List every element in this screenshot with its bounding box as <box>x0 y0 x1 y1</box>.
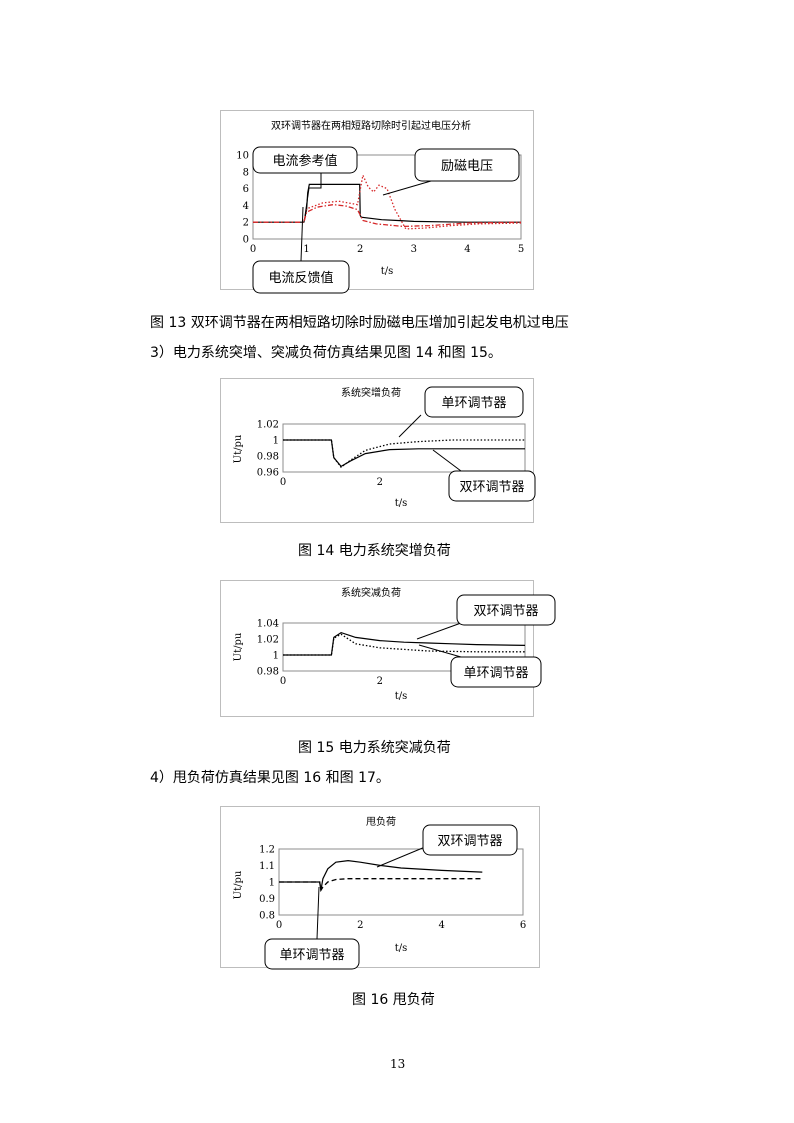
y-tick-label: 1.02 <box>257 420 279 431</box>
y-tick-label: 10 <box>236 151 249 162</box>
y-tick-label: 0.96 <box>257 468 279 479</box>
x-tick-label: 4 <box>438 920 444 931</box>
callout-single-loop: 单环调节器 <box>264 886 360 970</box>
series-line-dotted <box>283 439 525 469</box>
y-tick-label: 1 <box>273 651 279 662</box>
callout-current-reference: 电流参考值 <box>252 146 358 217</box>
y-tick-label: 4 <box>243 201 249 212</box>
callout-single-loop: 单环调节器 <box>398 386 524 438</box>
x-tick-label: 2 <box>377 676 383 687</box>
x-tick-label: 2 <box>357 244 363 255</box>
y-tick-label: 6 <box>243 184 249 195</box>
y-tick-label: 0.8 <box>259 911 275 922</box>
callout-label: 单环调节器 <box>279 948 344 963</box>
x-tick-label: 1 <box>303 244 309 255</box>
series-line-solid <box>279 859 483 891</box>
callout-single-loop: 单环调节器 <box>418 644 542 688</box>
x-tick-label: 5 <box>518 244 524 255</box>
callout-label: 电流参考值 <box>272 153 337 169</box>
figure-14-caption: 图 14 电力系统突增负荷 <box>298 543 451 559</box>
y-tick-label: 1.2 <box>259 845 275 856</box>
y-axis-label: Ut/pu <box>233 434 244 463</box>
x-tick-label: 3 <box>411 244 417 255</box>
figure-15-caption: 图 15 电力系统突减负荷 <box>298 740 451 756</box>
plot-area <box>252 154 522 240</box>
y-axis-label: Ut/pu <box>233 632 244 661</box>
chart-title: 系统突增负荷 <box>341 386 401 399</box>
x-tick-label: 0 <box>280 477 286 488</box>
x-axis-label: t/s <box>395 943 408 954</box>
y-tick-label: 0.98 <box>257 452 279 463</box>
x-axis-label: t/s <box>381 266 394 277</box>
x-axis-label: t/s <box>395 691 408 702</box>
series-line-dashdot <box>253 203 522 228</box>
callout-current-feedback: 电流反馈值 <box>252 206 350 294</box>
y-tick-label: 8 <box>243 167 249 178</box>
x-tick-label: 6 <box>520 920 526 931</box>
x-tick-label: 2 <box>377 477 383 488</box>
plot-area <box>282 622 526 672</box>
callout-label: 双环调节器 <box>437 834 502 849</box>
paragraph-4: 4）甩负荷仿真结果见图 16 和图 17。 <box>150 770 390 786</box>
y-tick-label: 0.98 <box>257 667 279 678</box>
x-tick-label: 0 <box>276 920 282 931</box>
series-line-dotted <box>253 173 522 230</box>
x-tick-label: 2 <box>357 920 363 931</box>
figure-16-caption: 图 16 甩负荷 <box>352 992 435 1008</box>
y-tick-label: 1.04 <box>257 619 279 630</box>
callout-label: 单环调节器 <box>441 396 506 411</box>
y-tick-label: 1 <box>273 436 279 447</box>
figure-16: 甩负荷 0.8 0.9 1 1.1 1.2 0 2 4 6 t/s Ut/pu 双环调节器 单… <box>220 806 540 970</box>
callout-label: 励磁电压 <box>441 159 493 174</box>
y-tick-label: 0 <box>243 235 249 246</box>
callout-double-loop: 双环调节器 <box>376 824 518 868</box>
y-tick-label: 1 <box>269 878 275 889</box>
y-tick-label: 1.1 <box>259 861 275 872</box>
plot-area <box>282 423 526 473</box>
callout-label: 双环调节器 <box>459 480 524 495</box>
chart-title: 甩负荷 <box>366 815 396 828</box>
callout-label: 单环调节器 <box>463 666 528 681</box>
x-tick-label: 0 <box>280 676 286 687</box>
y-tick-label: 2 <box>243 218 249 229</box>
callout-double-loop: 双环调节器 <box>432 449 536 502</box>
x-tick-label: 4 <box>464 244 470 255</box>
callout-excitation-voltage: 励磁电压 <box>382 148 520 196</box>
callout-label: 双环调节器 <box>473 604 538 619</box>
x-axis-label: t/s <box>395 498 408 509</box>
callout-label: 电流反馈值 <box>268 270 333 286</box>
chart-title: 双环调节器在两相短路切除时引起过电压分析 <box>271 119 471 132</box>
series-line-solid <box>283 439 525 468</box>
callout-double-loop: 双环调节器 <box>416 594 556 640</box>
figure-13-caption: 图 13 双环调节器在两相短路切除时励磁电压增加引起发电机过电压 <box>150 315 569 331</box>
y-tick-label: 0.9 <box>259 894 275 905</box>
y-tick-label: 1.02 <box>257 635 279 646</box>
x-tick-label: 0 <box>250 244 256 255</box>
page-number: 13 <box>390 1057 406 1071</box>
series-line-dashed <box>279 878 483 893</box>
paragraph-3: 3）电力系统突增、突减负荷仿真结果见图 14 和图 15。 <box>150 345 502 361</box>
series-line-dotted <box>283 633 525 656</box>
figure-16-chart: 甩负荷 0.8 0.9 1 1.1 1.2 0 2 4 6 t/s Ut/pu 双环调节器 单… <box>233 815 526 970</box>
chart-title: 系统突减负荷 <box>341 586 401 599</box>
y-axis-label: Ut/pu <box>233 870 244 899</box>
